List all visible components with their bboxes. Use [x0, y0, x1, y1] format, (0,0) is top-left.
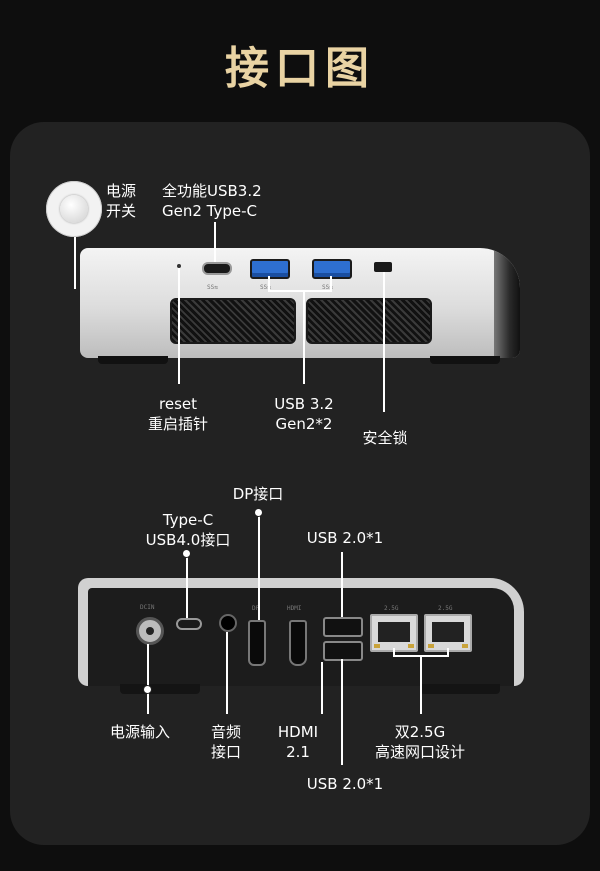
label-typec-usb4: Type-C USB4.0接口	[145, 511, 231, 549]
leader-typec-usb4-dot	[182, 549, 191, 558]
leader-lock	[383, 272, 385, 412]
usb-a-port-2	[312, 259, 352, 279]
leader-typec-usb4	[186, 552, 188, 618]
label-lan: 双2.5G 高速网口设计	[374, 723, 465, 761]
label-lock: 安全锁	[362, 429, 408, 447]
leader-audio	[226, 632, 228, 714]
label-power-button: 电源 开关	[106, 182, 137, 220]
device-rear-foot-left	[120, 684, 200, 694]
usb20-port-top	[323, 617, 363, 637]
leader-usb32	[303, 290, 305, 384]
label-hdmi: HDMI 2.1	[277, 723, 319, 761]
power-button-closeup	[46, 181, 102, 237]
device-front-view	[80, 248, 520, 358]
hdmi-mark: HDMI	[287, 605, 302, 612]
ports-panel	[10, 122, 590, 845]
dp-port	[248, 620, 266, 666]
security-lock-slot	[374, 262, 392, 272]
leader-dp-dot	[254, 508, 263, 517]
leader-lan-a	[393, 648, 395, 656]
usb-a-port-1	[250, 259, 290, 279]
leader-power-in-dot	[143, 685, 152, 694]
label-reset: reset 重启插针	[147, 395, 208, 433]
leader-usb32-b	[330, 276, 332, 290]
usb-a-1-mark: SS⇆	[260, 284, 271, 291]
device-front-foot-left	[98, 356, 168, 364]
leader-typec-full	[214, 222, 216, 262]
label-audio: 音频 接口	[210, 723, 241, 761]
leader-power-button	[74, 237, 76, 289]
device-front-foot-right	[430, 356, 500, 364]
label-usb20-bottom: USB 2.0*1	[306, 775, 384, 793]
vent-right	[306, 298, 432, 344]
usb-a-2-mark: SS⇆	[322, 284, 333, 291]
typec-port-front	[202, 262, 232, 275]
typec-mark: SS⇆	[207, 284, 218, 291]
leader-reset	[178, 268, 180, 384]
power-button-icon	[60, 195, 88, 223]
leader-usb20-top	[341, 552, 343, 617]
page-title: 接口图	[225, 43, 375, 94]
leader-usb32-a	[268, 276, 270, 290]
reset-pinhole	[177, 264, 181, 268]
leader-usb32-bridge	[268, 290, 332, 292]
lan-port-2	[424, 614, 472, 652]
vent-left	[170, 298, 296, 344]
usb20-port-bottom	[323, 641, 363, 661]
dc-power-jack	[136, 617, 164, 645]
leader-hdmi	[321, 662, 323, 714]
hdmi-port	[289, 620, 307, 666]
dcin-mark: DCIN	[140, 604, 155, 611]
typec-usb4-port	[176, 618, 202, 630]
lan-port-1	[370, 614, 418, 652]
label-usb20-top: USB 2.0*1	[306, 529, 384, 547]
leader-dp	[258, 512, 260, 620]
leader-power-in	[147, 644, 149, 714]
lan1-mark: 2.5G	[384, 605, 399, 612]
dp-mark: DP	[252, 605, 260, 612]
leader-usb20-bottom	[341, 659, 343, 765]
device-front-side-shade	[494, 248, 520, 358]
label-dp: DP接口	[232, 485, 284, 503]
label-power-in: 电源输入	[109, 723, 170, 741]
audio-jack	[219, 614, 237, 632]
leader-lan-b	[447, 648, 449, 656]
leader-lan	[420, 655, 422, 714]
label-typec-full: 全功能USB3.2 Gen2 Type-C	[162, 182, 262, 220]
device-rear-foot-right	[420, 684, 500, 694]
lan2-mark: 2.5G	[438, 605, 453, 612]
label-usb32: USB 3.2 Gen2*2	[274, 395, 334, 433]
